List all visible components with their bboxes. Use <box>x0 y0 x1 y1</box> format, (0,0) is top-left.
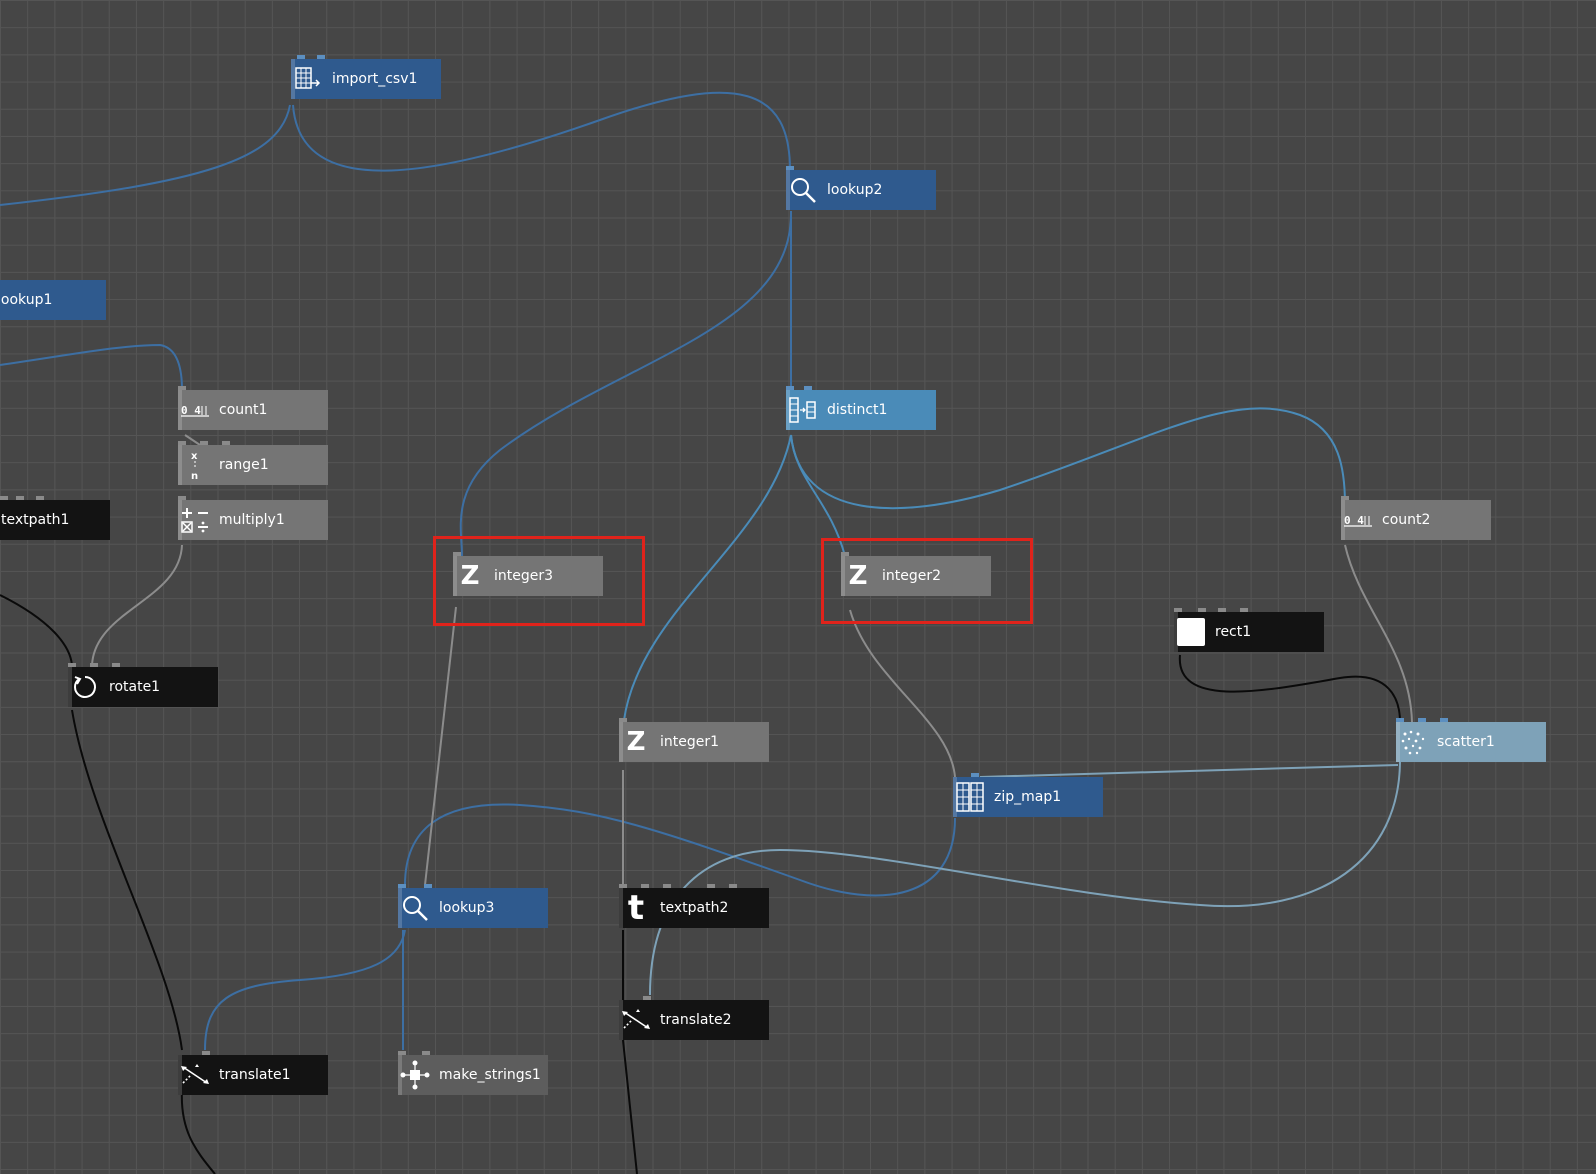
wire-left-to-rotate <box>0 594 73 666</box>
node-label: integer1 <box>660 734 720 750</box>
integer-z-icon: Z <box>848 561 868 591</box>
node-label: distinct1 <box>827 402 888 418</box>
node-count2[interactable]: 0 4 count2 <box>1341 496 1491 540</box>
wire-count1-to-range1 <box>184 434 201 446</box>
node-lookup2[interactable]: lookup2 <box>786 166 936 210</box>
distinct-icon <box>786 390 820 430</box>
wire-zipmap-to-scatter <box>979 764 1399 778</box>
wire-translate2-down <box>622 1039 638 1174</box>
node-zip-map1[interactable]: zip_map1 <box>953 773 1103 817</box>
magnifier-icon <box>398 888 432 928</box>
integer-z-icon: Z <box>626 727 646 757</box>
wire-translate1-down <box>180 1089 216 1174</box>
node-label: rect1 <box>1215 624 1252 640</box>
node-translate1[interactable]: translate1 <box>178 1051 328 1095</box>
wire-lookup3-to-translate1 <box>204 929 406 1051</box>
wire-distinct1-to-count2 <box>790 407 1346 510</box>
make-strings-icon <box>398 1055 432 1095</box>
highlight-box-integer2 <box>821 538 1033 624</box>
node-rect1[interactable]: rect1 <box>1174 608 1324 652</box>
node-label: textpath1 <box>1 512 70 528</box>
node-label: range1 <box>219 457 269 473</box>
node-make-strings1[interactable]: make_strings1 <box>398 1051 548 1095</box>
node-textpath2[interactable]: t textpath2 <box>619 884 769 928</box>
node-lookup1[interactable]: lookup1 <box>0 280 106 320</box>
rect-icon <box>1174 612 1208 652</box>
wire-rotate-to-translate1 <box>71 709 183 1051</box>
text-t-icon: t <box>627 888 645 928</box>
count-icon: 0 4 <box>1341 500 1375 540</box>
svg-text:n: n <box>191 471 198 481</box>
highlight-box-integer3 <box>433 536 645 626</box>
wire-import-to-left <box>0 104 291 206</box>
node-integer3[interactable]: Z integer3 <box>453 552 603 596</box>
node-import-csv1[interactable]: import_csv1 <box>291 55 441 99</box>
node-translate2[interactable]: translate2 <box>619 996 769 1040</box>
node-label: rotate1 <box>109 679 161 695</box>
node-count1[interactable]: 0 4 count1 <box>178 386 328 430</box>
node-distinct1[interactable]: distinct1 <box>786 386 936 430</box>
wire-integer2-to-zipmap <box>849 609 956 778</box>
node-label: scatter1 <box>1437 734 1495 750</box>
node-label: lookup1 <box>0 292 53 308</box>
wire-lookup1-to-count1 <box>0 343 183 391</box>
integer-z-icon: Z <box>460 561 480 591</box>
wire-distinct1-to-integer1 <box>623 434 792 721</box>
node-textpath1[interactable]: t textpath1 <box>0 496 110 540</box>
svg-text:x: x <box>191 451 198 462</box>
translate-arrows-icon <box>619 1000 653 1040</box>
math-ops-icon <box>178 500 212 540</box>
magnifier-icon <box>786 170 820 210</box>
wire-multiply-to-rotate <box>91 544 183 666</box>
wire-count2-to-scatter <box>1344 544 1413 723</box>
wire-scatter-to-translate2 <box>649 759 1401 996</box>
node-label: multiply1 <box>219 512 285 528</box>
wire-integer3-to-lookup3 <box>424 606 457 886</box>
rotate-icon <box>68 667 102 707</box>
node-label: integer2 <box>882 568 942 584</box>
node-label: lookup3 <box>439 900 495 916</box>
count-icon: 0 4 <box>178 390 212 430</box>
node-integer1[interactable]: Z integer1 <box>619 718 769 762</box>
node-label: translate1 <box>219 1067 291 1083</box>
scatter-icon <box>1396 722 1430 762</box>
wire-lookup2-to-integer3 <box>459 214 792 557</box>
wire-import-to-lookup2 <box>292 91 791 172</box>
zip-map-icon <box>953 777 987 817</box>
node-label: make_strings1 <box>439 1067 541 1083</box>
svg-text:0 4: 0 4 <box>181 404 201 417</box>
translate-arrows-icon <box>178 1055 212 1095</box>
node-label: zip_map1 <box>994 789 1062 805</box>
node-label: textpath2 <box>660 900 729 916</box>
node-label: integer3 <box>494 568 554 584</box>
node-label: lookup2 <box>827 182 883 198</box>
node-label: translate2 <box>660 1012 732 1028</box>
node-integer2[interactable]: Z integer2 <box>841 552 991 596</box>
node-rotate1[interactable]: rotate1 <box>68 663 218 707</box>
node-multiply1[interactable]: multiply1 <box>178 496 328 540</box>
node-lookup3[interactable]: lookup3 <box>398 884 548 928</box>
node-label: import_csv1 <box>332 71 418 87</box>
wire-rect-to-scatter <box>1178 654 1401 723</box>
wire-zipmap-to-lookup3 <box>404 803 956 897</box>
svg-text:0 4: 0 4 <box>1344 514 1364 527</box>
node-scatter1[interactable]: scatter1 <box>1396 718 1546 762</box>
node-label: count1 <box>219 402 268 418</box>
table-import-icon <box>291 59 325 99</box>
node-label: count2 <box>1382 512 1431 528</box>
